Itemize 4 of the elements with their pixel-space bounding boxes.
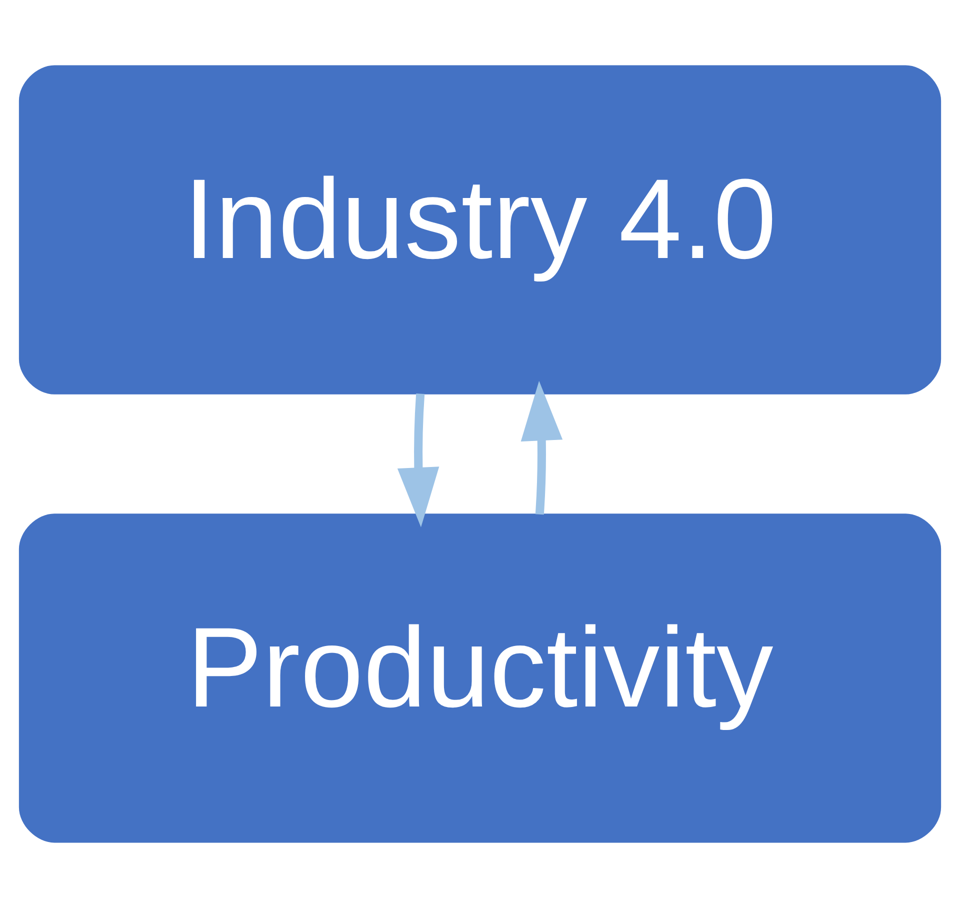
node-box: Productivity — [18, 513, 941, 842]
arrow — [396, 392, 439, 527]
arrow — [520, 380, 562, 514]
node-box: Industry 4.0 — [18, 64, 941, 394]
